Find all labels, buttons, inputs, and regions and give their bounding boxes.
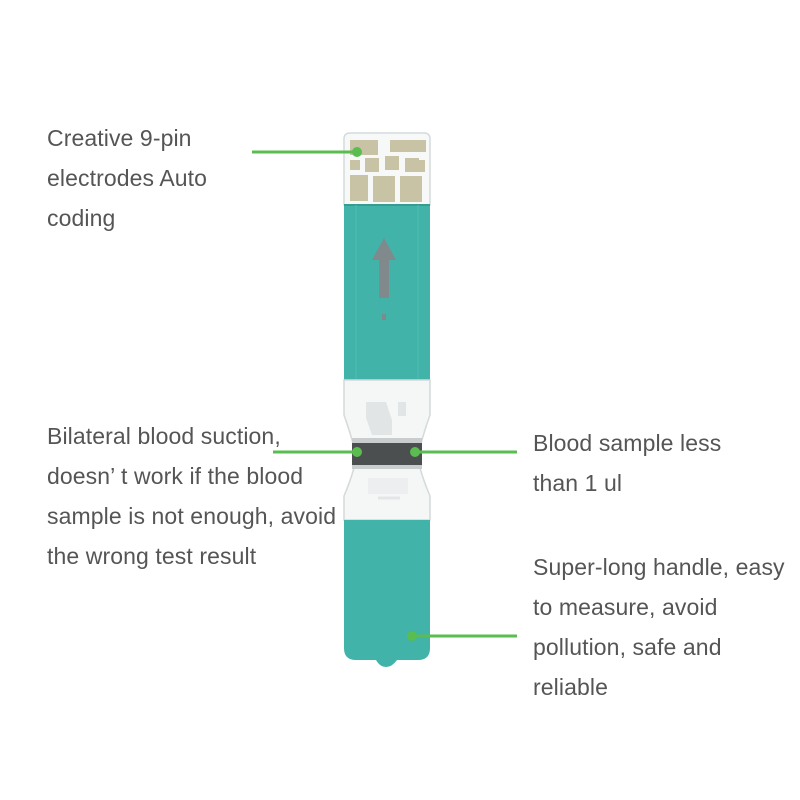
callout-handle-line-3: pollution, safe and xyxy=(533,634,722,660)
callout-suction: Bilateral blood suction, doesn’ t work i… xyxy=(47,416,336,576)
callout-electrodes-line-3: coding xyxy=(47,205,116,231)
callout-suction-line-2: doesn’ t work if the blood xyxy=(47,463,304,489)
callout-lines xyxy=(252,150,517,638)
callout-sample: Blood sample less than 1 ul xyxy=(533,423,721,503)
callout-handle-line-1: Super-long handle, easy xyxy=(533,554,785,580)
callout-handle-line-4: reliable xyxy=(533,674,608,700)
callout-electrodes-line-1: Creative 9-pin xyxy=(47,125,192,151)
callout-dot-handle xyxy=(407,631,417,641)
callout-electrodes: Creative 9-pin electrodes Auto coding xyxy=(47,118,207,238)
callout-suction-line-1: Bilateral blood suction, xyxy=(47,423,281,449)
electrode-pins-icon xyxy=(350,140,426,202)
callout-sample-line-1: Blood sample less xyxy=(533,430,722,456)
callout-handle-line-2: to measure, avoid xyxy=(533,594,718,620)
flow-arrow-icon xyxy=(372,238,396,320)
callout-sample-line-2: than 1 ul xyxy=(533,470,623,496)
callout-handle: Super-long handle, easy to measure, avoi… xyxy=(533,547,785,707)
strip-handle xyxy=(344,520,430,667)
callout-dot-suction xyxy=(352,447,362,457)
callout-dot-sample xyxy=(410,447,420,457)
callout-suction-line-3: sample is not enough, avoid xyxy=(47,503,337,529)
callout-suction-line-4: the wrong test result xyxy=(47,543,257,569)
callout-electrodes-line-2: electrodes Auto xyxy=(47,165,208,191)
blood-sample-channel xyxy=(352,443,422,465)
callout-dot-electrodes xyxy=(352,147,362,157)
